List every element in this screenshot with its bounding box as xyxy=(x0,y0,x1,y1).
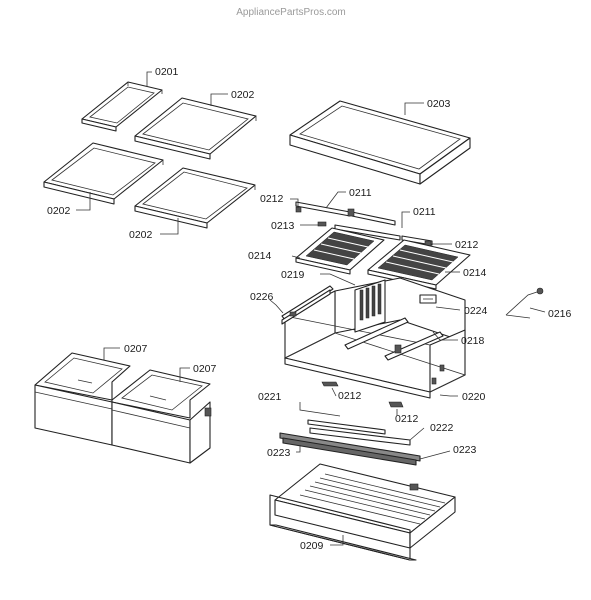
callout-0202-lower: 0202 xyxy=(129,229,153,241)
callout-0212-upper-left: 0212 xyxy=(260,193,284,205)
callout-0203: 0203 xyxy=(427,98,451,110)
part-0214-humidity-panel-right[interactable] xyxy=(367,239,471,290)
part-0214-humidity-panel-left[interactable] xyxy=(295,227,385,275)
callout-0202-left: 0202 xyxy=(47,205,71,217)
callout-0226: 0226 xyxy=(250,291,274,303)
callout-0218: 0218 xyxy=(461,335,485,347)
part-0219-crisper-frame[interactable] xyxy=(283,277,467,399)
part-0222-drawer-rail[interactable] xyxy=(309,427,411,446)
callout-0223-right: 0223 xyxy=(453,444,477,456)
part-0201-small-shelf[interactable] xyxy=(81,81,163,132)
callout-0222: 0222 xyxy=(430,422,454,434)
watermark: AppliancePartsPros.com xyxy=(236,7,346,18)
callout-0202-upper: 0202 xyxy=(231,89,255,101)
callout-0214-left: 0214 xyxy=(248,250,272,262)
part-0202-shelf-lower[interactable] xyxy=(134,167,256,229)
callout-0224: 0224 xyxy=(464,305,488,317)
callout-0207-left: 0207 xyxy=(124,343,148,355)
part-0209-crisper-drawer[interactable] xyxy=(269,463,456,561)
part-0202-shelf-middle-left[interactable] xyxy=(43,142,164,205)
callout-0201: 0201 xyxy=(155,66,179,78)
callout-0220: 0220 xyxy=(462,391,486,403)
part-0212-clip-upper-left[interactable] xyxy=(295,206,302,213)
callout-0213: 0213 xyxy=(271,220,295,232)
callout-0219: 0219 xyxy=(281,269,305,281)
part-0216-wire-harness[interactable] xyxy=(505,287,544,319)
callout-0212-lower-right: 0212 xyxy=(395,413,419,425)
callout-0207-right: 0207 xyxy=(193,363,217,375)
part-0212-clip-lower-right[interactable] xyxy=(388,401,404,408)
part-0211-cover-rail-lower[interactable] xyxy=(334,224,433,246)
part-0203-crisper-cover[interactable] xyxy=(289,100,471,185)
part-0224-bracket[interactable] xyxy=(419,294,437,304)
callout-0221: 0221 xyxy=(258,391,282,403)
part-0226-side-rail[interactable] xyxy=(281,285,334,325)
part-0207-drawer-right[interactable] xyxy=(111,369,212,464)
part-0221-drawer-rail[interactable] xyxy=(307,419,386,435)
part-0213-clip[interactable] xyxy=(317,221,327,227)
part-0202-shelf-upper-right[interactable] xyxy=(134,97,257,160)
callout-0212-right: 0212 xyxy=(455,239,479,251)
callout-0216: 0216 xyxy=(548,308,572,320)
callout-0223-left: 0223 xyxy=(267,447,291,459)
callout-0211-upper: 0211 xyxy=(349,187,372,199)
callout-0211-lower: 0211 xyxy=(413,206,436,218)
callout-0214-right: 0214 xyxy=(463,267,487,279)
part-0212-clip-lower-left[interactable] xyxy=(321,381,339,387)
callout-0212-lower-left: 0212 xyxy=(338,390,362,402)
part-0211-cover-rail-upper[interactable] xyxy=(295,201,396,226)
callout-0209: 0209 xyxy=(300,540,324,552)
part-0223-slide-rails[interactable] xyxy=(279,432,421,466)
